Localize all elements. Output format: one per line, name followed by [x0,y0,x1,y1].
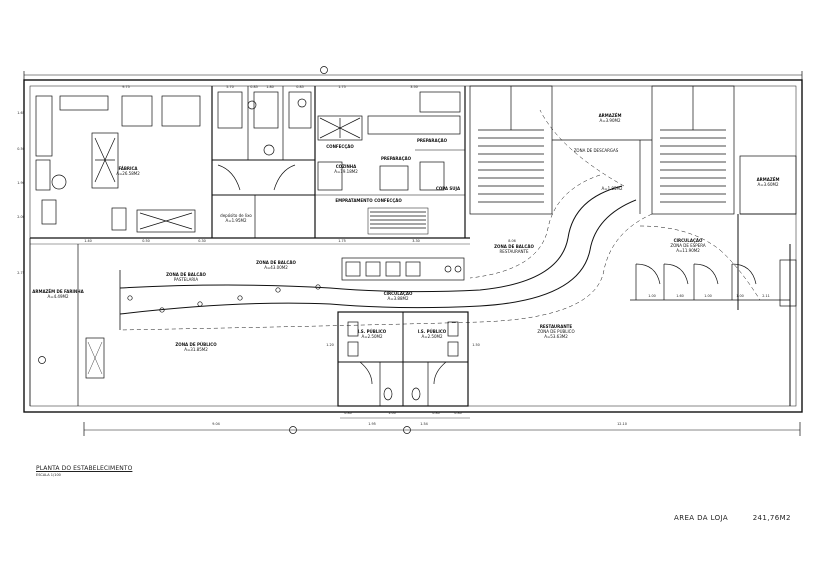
area-fabrica: A=26.58M2 [116,171,140,176]
dim-top-7: 3.50 [410,85,418,89]
dim-mid-5: 3.30 [412,239,420,243]
label-armazem-1: ARMAZÉM [599,113,622,118]
drawing-title-block: PLANTA DO ESTABELECIMENTO ESCALA 1/100 [36,465,132,477]
label-zona-publico: ZONA DE PÚBLICO [175,342,217,347]
area-armazem-3: A=1.85M2 [602,186,623,191]
sub-circulacao-espera: ZONA DE ESPERA [670,243,705,248]
area-deposito: A=1.95M2 [226,218,247,223]
label-zona-balcao: ZONA DE BALCÃO [256,260,296,265]
dim-side-2: 1.20 [326,343,334,347]
label-circulacao-wc: CIRCULAÇÃO [384,291,413,296]
dim-top-6: 1.75 [338,85,346,89]
label-copa-suja: COPA SUJA [436,186,461,191]
store-area-value: 241,76M2 [752,514,791,522]
label-armazem-farinha: ARMAZÉM DE FARINHA [32,289,84,294]
dim-left-4: 2.00 [17,215,25,219]
area-armazem-farinha: A=4.49M2 [48,294,69,299]
dim-mid-1: 1.40 [84,239,92,243]
label-zona-descargas: ZONA DE DESCARGAS [574,148,619,153]
dim-right-2: 1.60 [676,294,684,298]
sub-zona-balcao-pastelaria: PASTELARIA [174,277,198,282]
dim-mid-6: 8.06 [508,239,516,243]
label-preparacao-2: PREPARAÇÃO [417,138,448,143]
label-zona-balcao-restaurante: ZONA DE BALCÃO [494,244,534,249]
label-confeccao-2: CONFECÇÃO [374,198,402,203]
drawing-title: PLANTA DO ESTABELECIMENTO [36,465,133,472]
dim-mid-3: 0.30 [198,239,206,243]
area-circulacao-espera: A=11.90M2 [676,248,700,253]
sub-zona-balcao-restaurante: RESTAURANTE [500,249,529,254]
area-cozinha: A=19.18M2 [334,169,358,174]
label-fabrica: FÁBRICA [118,166,138,171]
dim-side-1: 2.75 [17,271,25,275]
dim-top-5: 0.85 [296,85,304,89]
area-is-publico-1: A=2.50M2 [362,334,383,339]
dim-right-4: 1.00 [736,294,744,298]
label-cozinha: COZINHA [336,164,357,169]
dim-mid-4: 1.75 [338,239,346,243]
label-circulacao-espera: CIRCULAÇÃO [674,238,703,243]
dim-bottom-1: 9.04 [212,422,220,426]
dim-left-3: 1.90 [17,181,25,185]
label-restaurante: RESTAURANTE [540,324,573,329]
dim-bottom-3: 1.54 [420,422,428,426]
dim-bottom-2: 1.95 [368,422,376,426]
label-confeccao: CONFECÇÃO [326,144,354,149]
area-zona-balcao: A=43.00M2 [264,265,288,270]
label-armazem-2: ARMAZÉM [757,177,780,182]
label-preparacao: PREPARAÇÃO [381,156,412,161]
label-zona-balcao-pastelaria: ZONA DE BALCÃO [166,272,206,277]
label-empratamento: EMPRATAMENTO [335,198,373,203]
dim-mid-2: 0.50 [142,239,150,243]
dim-bottom-mid-3: 0.80 [432,411,440,415]
area-restaurante: A=53.63M2 [544,334,568,339]
dim-bottom-mid-4: 0.80 [454,411,462,415]
sub-restaurante: ZONA DE PÚBLICO [537,329,574,334]
dim-top-3: 0.85 [250,85,258,89]
dim-top-4: 1.80 [266,85,274,89]
plan-geometry [23,66,803,436]
dim-right-3: 1.00 [704,294,712,298]
dim-left-1: 1.65 [17,111,25,115]
dim-right-1: 1.00 [648,294,656,298]
dim-left-2: 0.50 [17,147,25,151]
dimension-labels: 9.75 5.70 0.85 1.80 0.85 1.75 3.50 1.40 … [17,85,770,426]
area-is-publico-2: A=2.50M2 [422,334,443,339]
dim-top-1: 9.75 [122,85,130,89]
label-is-publico-1: I.S. PÚBLICO [358,329,387,334]
drawing-scale: ESCALA 1/100 [36,473,61,477]
dim-bottom-4: 12.10 [617,422,627,426]
area-zona-publico: A=31.85M2 [184,347,208,352]
dim-bottom-mid-1: 0.80 [344,411,352,415]
store-area-summary: AREA DA LOJA 241,76M2 [674,514,791,522]
label-deposito: depósito de lixo [220,213,252,218]
room-labels: FÁBRICA A=26.58M2 COZINHA A=19.18M2 PREP… [32,113,779,352]
dim-right-5: 2.11 [762,294,770,298]
label-is-publico-2: I.S. PÚBLICO [418,329,447,334]
store-area-label: AREA DA LOJA [674,514,729,522]
area-armazem-1: A=3.90M2 [600,118,621,123]
area-circulacao-wc: A=3.88M2 [388,296,409,301]
area-armazem-2: A=3.60M2 [758,182,779,187]
dim-bottom-mid-2: 1.00 [388,411,396,415]
dim-side-3: 1.50 [472,343,480,347]
dim-top-2: 5.70 [226,85,234,89]
